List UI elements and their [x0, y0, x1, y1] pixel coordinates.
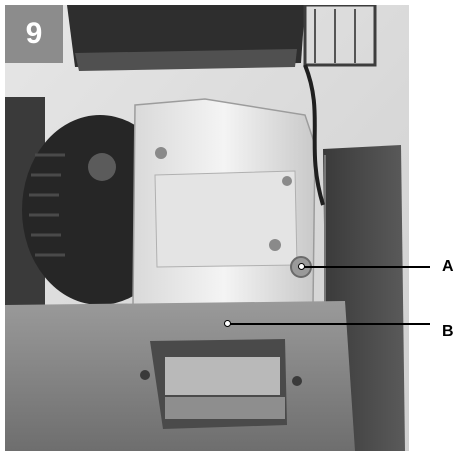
callout-b-label: B: [442, 323, 454, 340]
engine-photo: [5, 5, 409, 451]
figure-number-badge: 9: [5, 5, 63, 63]
callout-a-leader-line: [304, 266, 430, 268]
callout-a-label: A: [442, 258, 454, 275]
callout-b-leader-line: [230, 323, 430, 325]
